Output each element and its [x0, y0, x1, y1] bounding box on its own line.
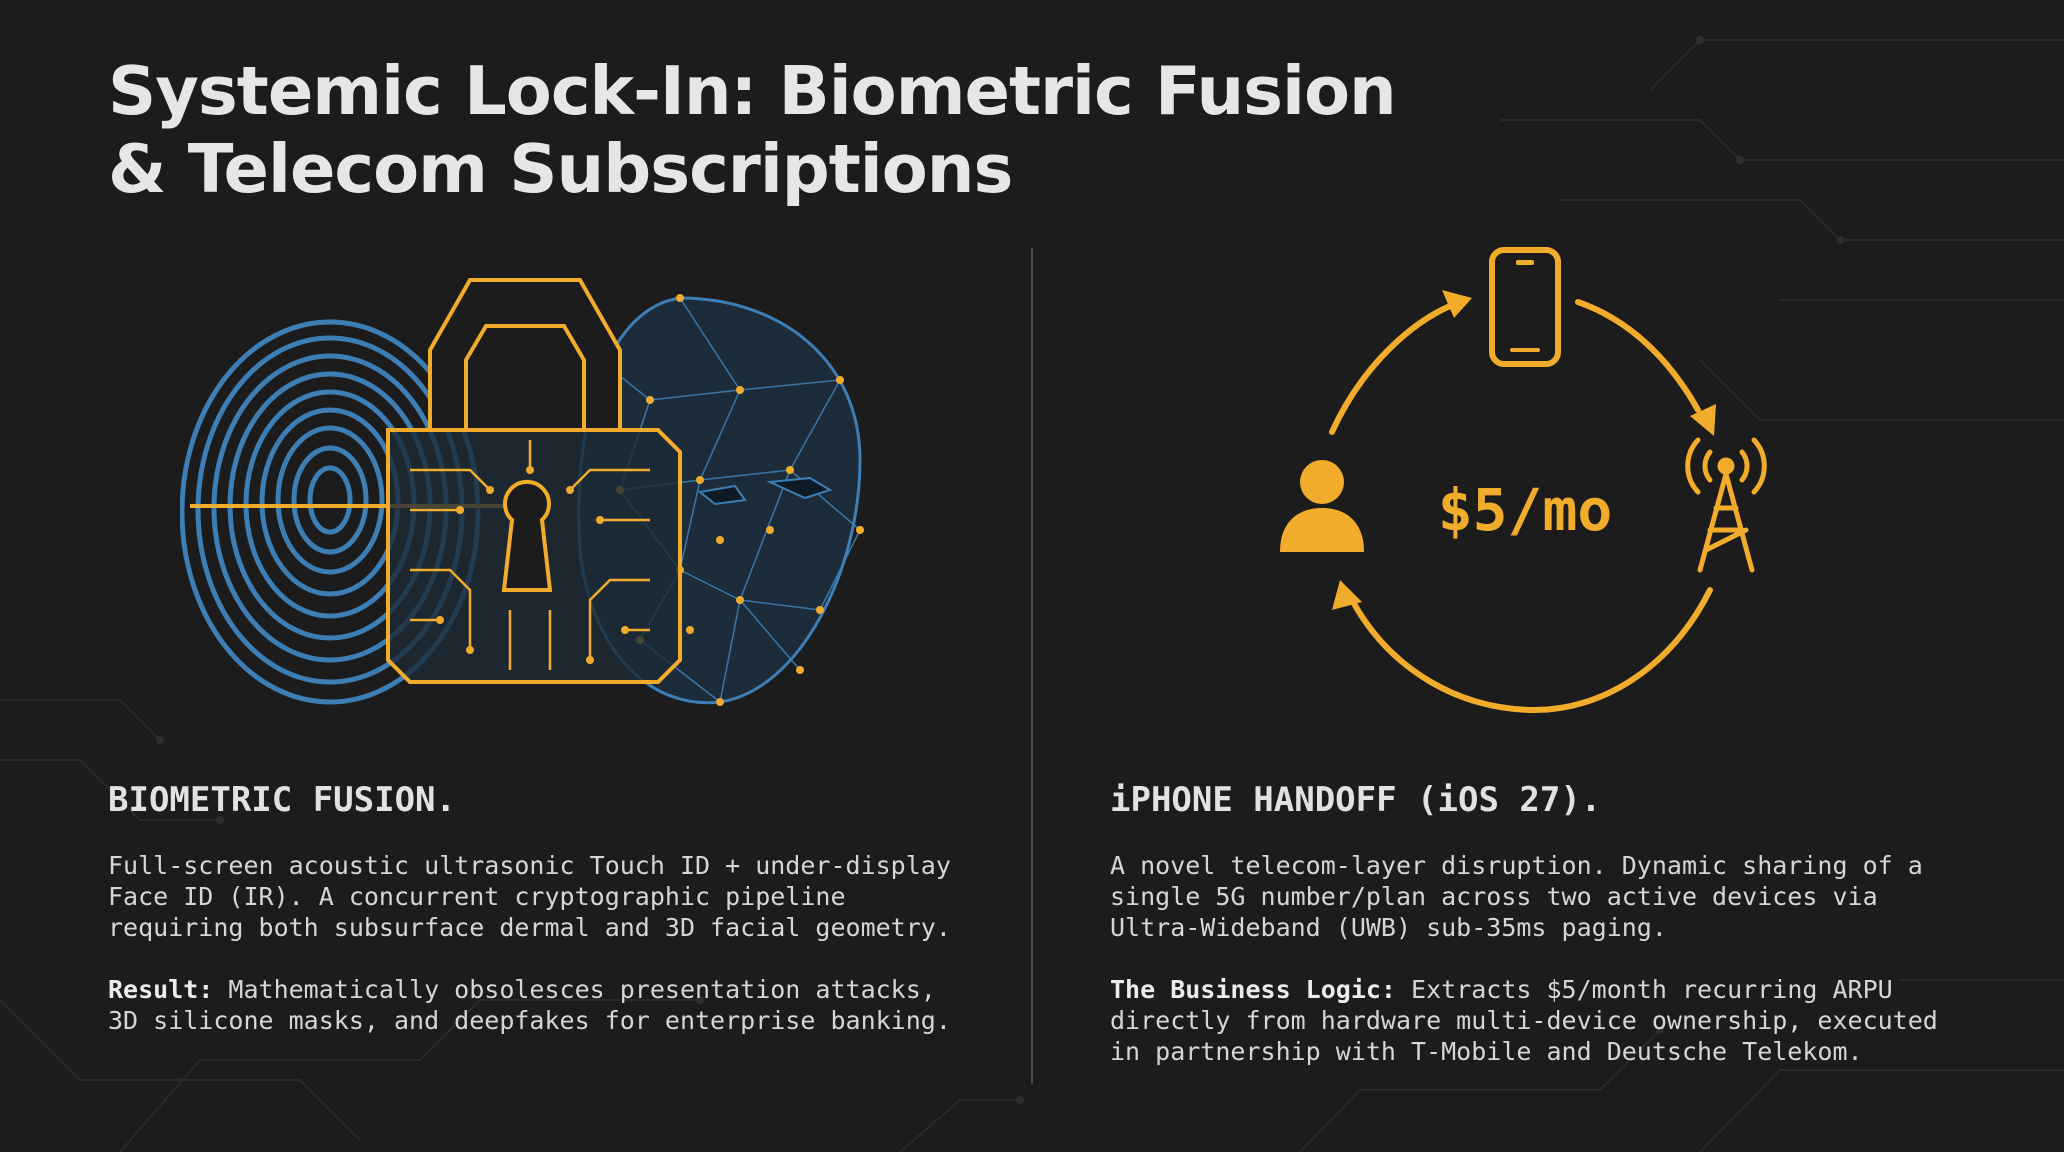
title-line-1: Systemic Lock-In: Biometric Fusion [108, 52, 1397, 130]
biometric-heading: BIOMETRIC FUSION. [108, 780, 456, 820]
business-logic-label: The Business Logic: [1110, 975, 1396, 1004]
price-label: $5/mo [1438, 476, 1613, 544]
biometric-description: Full-screen acoustic ultrasonic Touch ID… [108, 851, 951, 942]
biometric-illustration [180, 278, 864, 706]
smartphone-icon [1489, 247, 1561, 367]
padlock-icon [386, 278, 682, 684]
cycle-arrows-icon [1329, 299, 1713, 714]
biometric-result: Result: Mathematically obsolesces presen… [108, 974, 1008, 1036]
handoff-description: A novel telecom-layer disruption. Dynami… [1110, 851, 1923, 942]
center-divider [1031, 248, 1033, 1084]
result-label: Result: [108, 975, 214, 1004]
user-icon [1280, 460, 1364, 552]
cell-tower-icon [1685, 437, 1767, 573]
arrowheads [1332, 290, 1716, 610]
handoff-heading: iPHONE HANDOFF (iOS 27). [1110, 780, 1602, 820]
business-logic: The Business Logic: Extracts $5/month re… [1110, 974, 2010, 1067]
handoff-illustration: $5/mo [1280, 247, 1767, 714]
business-logic-text: Extracts $5/month recurring ARPU directl… [1110, 975, 1938, 1066]
page-title: Systemic Lock-In: Biometric Fusion & Tel… [108, 52, 1508, 208]
title-line-2: & Telecom Subscriptions [108, 130, 1013, 208]
result-text: Mathematically obsolesces presentation a… [108, 975, 951, 1035]
